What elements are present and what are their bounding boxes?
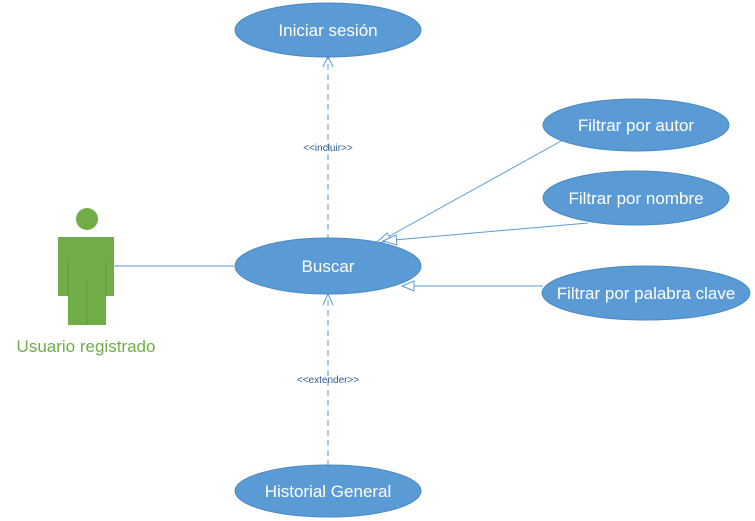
actor-head-icon bbox=[76, 208, 98, 230]
use-case-label: Filtrar por autor bbox=[578, 116, 695, 135]
use-case-label: Filtrar por palabra clave bbox=[557, 284, 736, 303]
generalization-name-connector bbox=[393, 222, 589, 241]
actor-body-icon bbox=[58, 237, 114, 325]
use-case-filtrar-palabra-clave[interactable]: Filtrar por palabra clave bbox=[541, 265, 751, 321]
use-case-label: Filtrar por nombre bbox=[568, 189, 703, 208]
use-case-buscar[interactable]: Buscar bbox=[234, 237, 422, 295]
actor-usuario-registrado: Usuario registrado bbox=[17, 208, 156, 356]
use-case-label: Iniciar sesión bbox=[278, 21, 377, 40]
actor-label: Usuario registrado bbox=[17, 337, 156, 356]
use-case-label: Historial General bbox=[265, 482, 392, 501]
use-case-historial-general[interactable]: Historial General bbox=[234, 464, 422, 518]
use-case-filtrar-autor[interactable]: Filtrar por autor bbox=[542, 98, 730, 152]
extend-label: <<extender>> bbox=[297, 375, 359, 386]
connectors bbox=[114, 54, 589, 466]
generalization-keyword-arrowhead bbox=[400, 280, 415, 292]
generalization-name-arrowhead bbox=[381, 234, 398, 246]
use-case-filtrar-nombre[interactable]: Filtrar por nombre bbox=[542, 170, 730, 226]
use-case-iniciar-sesion[interactable]: Iniciar sesión bbox=[234, 2, 422, 58]
generalization-author-connector bbox=[385, 139, 564, 239]
use-case-label: Buscar bbox=[302, 257, 355, 276]
include-label: <<incluir>> bbox=[303, 143, 353, 154]
